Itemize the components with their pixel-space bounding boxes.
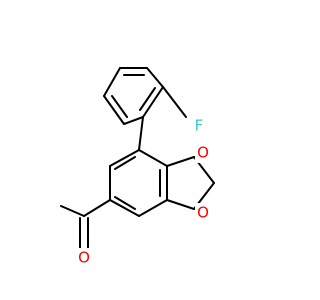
bond-aryl-aryl xyxy=(138,116,144,151)
bond-bz-inner-3 xyxy=(114,156,136,170)
ring-oxygen-bottom-label: O xyxy=(197,204,209,222)
bond-dx-4 xyxy=(166,199,195,210)
bond-cho-h xyxy=(60,205,85,217)
fluorophenyl-ring xyxy=(103,67,164,125)
ring-oxygen-top-label: O xyxy=(197,144,209,162)
bond-bz-inner-2 xyxy=(114,196,136,210)
bond-fp-2 xyxy=(146,67,164,88)
aldehyde-oxygen-label: O xyxy=(78,249,90,267)
molecule-structure-diagram: F O O O xyxy=(60,67,215,268)
bond-bz-4 xyxy=(109,199,140,217)
bond-fp-6 xyxy=(123,116,144,125)
bond-bz-3 xyxy=(138,199,168,217)
bond-fp-1 xyxy=(142,86,164,118)
bond-fp-inner-2 xyxy=(111,95,128,118)
fluorine-label: F xyxy=(195,117,204,135)
atom-label-aldehyde-oxygen: O xyxy=(76,248,92,268)
bond-fp-4 xyxy=(103,67,121,97)
atom-label-ring-oxygen-top: O xyxy=(195,143,211,163)
bond-bz-1 xyxy=(138,149,168,167)
dioxole-ring xyxy=(166,156,215,210)
bond-c-f xyxy=(162,86,187,118)
atom-label-fluorine: F xyxy=(191,116,207,136)
bond-fp-inner-3 xyxy=(139,87,156,111)
benzodioxole-benzene-ring xyxy=(109,149,168,217)
bond-bz-6 xyxy=(109,149,140,167)
bond-dx-1 xyxy=(166,156,195,167)
aldehyde-group xyxy=(60,199,111,251)
atom-label-ring-oxygen-bottom: O xyxy=(195,203,211,223)
bond-fp-5 xyxy=(103,95,125,125)
bond-ring-cho xyxy=(83,199,111,217)
